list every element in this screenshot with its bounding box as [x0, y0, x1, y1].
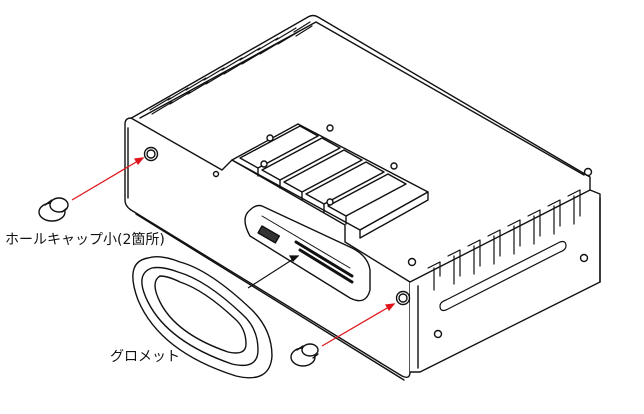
heatsink	[231, 123, 429, 239]
side-vent-slots	[427, 189, 581, 312]
connector-opening	[244, 204, 371, 302]
hole-cap-label: ホールキャップ小(2箇所)	[5, 232, 165, 248]
leader-lines	[71, 157, 396, 347]
top-vent-slots	[149, 21, 313, 115]
hole-cap-icon-2	[290, 343, 319, 367]
cap-hole-left	[143, 146, 159, 162]
grommet-label: グロメット	[110, 349, 180, 365]
cap-hole-right	[395, 290, 411, 306]
grommet-icon	[132, 255, 273, 379]
hole-cap-icon	[38, 197, 69, 222]
screw-holes	[212, 167, 593, 339]
grommet-leader	[247, 255, 300, 289]
